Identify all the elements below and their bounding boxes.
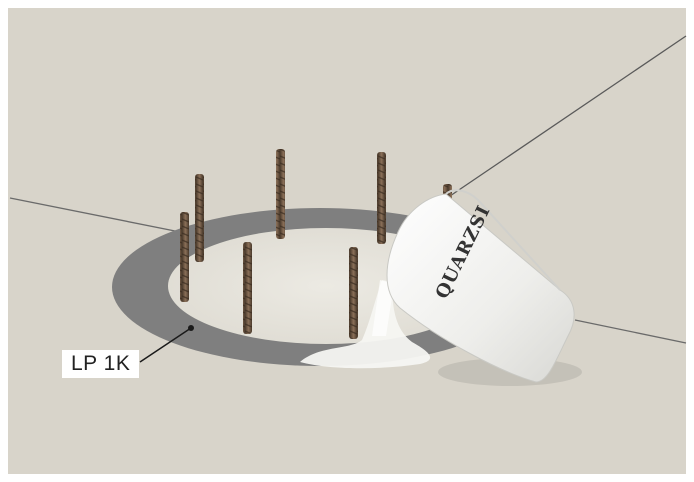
rebar-icon bbox=[180, 212, 189, 302]
callout-label: LP 1K bbox=[62, 350, 139, 378]
callout-dot bbox=[188, 325, 194, 331]
rebar-icon bbox=[349, 247, 358, 339]
rebar-icon bbox=[243, 242, 252, 334]
rebar-icon bbox=[377, 152, 386, 244]
rebar-icon bbox=[276, 149, 285, 239]
rebar-icon bbox=[195, 174, 204, 262]
